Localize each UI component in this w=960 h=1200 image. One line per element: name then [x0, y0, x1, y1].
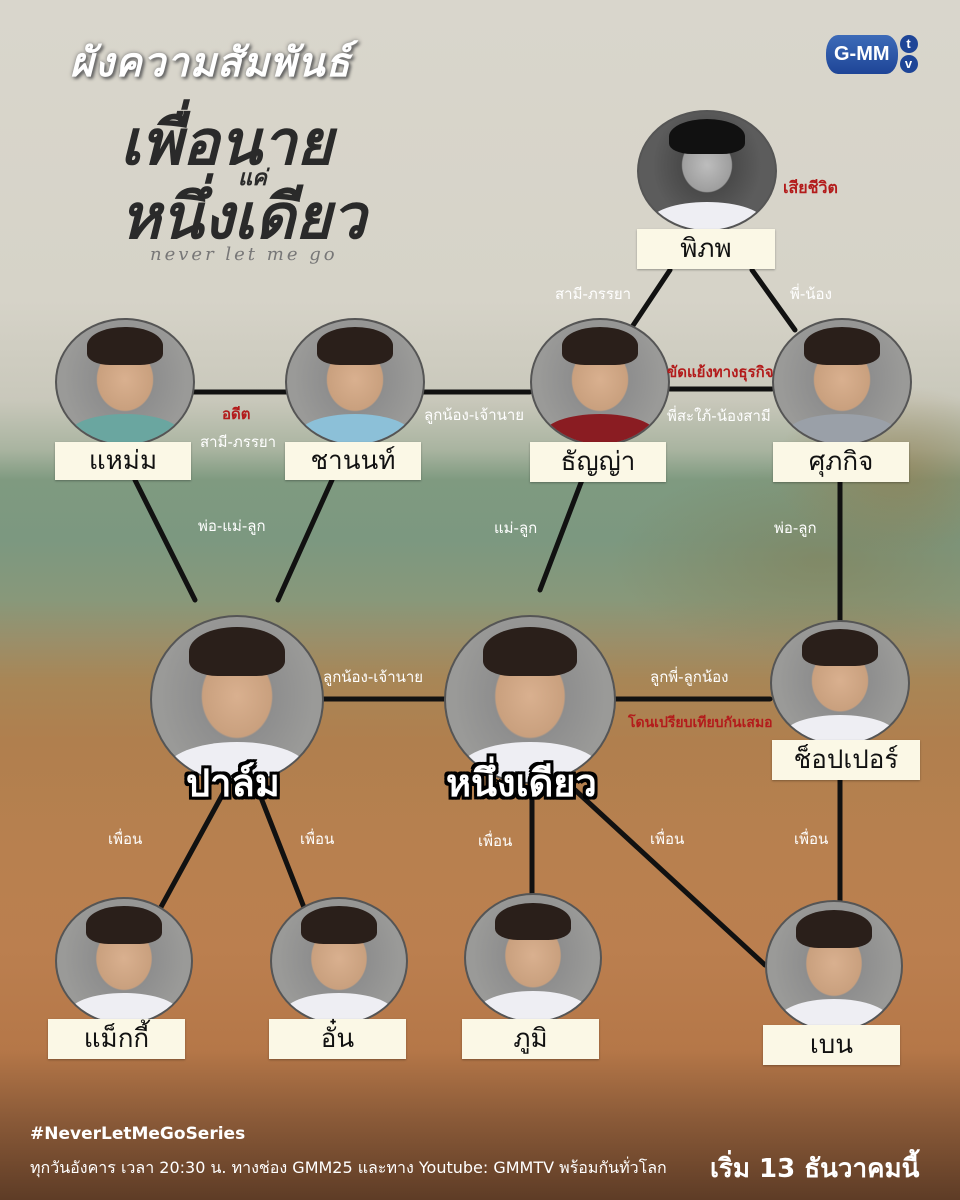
relation-maem-chanon-past: อดีต: [222, 405, 251, 423]
nameplate-pipop: พิภพ: [637, 229, 775, 269]
portrait-chopper: [770, 620, 910, 746]
portrait-nuengdiao: [444, 615, 616, 784]
line-tanya-nuengdiao: [537, 477, 585, 593]
line-nuengdiao-ben: [572, 787, 768, 968]
relation-nuengdiao-chopper-note: โดนเปรียบเทียบกันเสมอ: [628, 715, 773, 731]
chart-heading: ผังความสัมพันธ์: [70, 40, 351, 86]
nameplate-chanon: ชานนท์: [285, 442, 421, 480]
portrait-ben: [765, 900, 903, 1032]
status-deceased: เสียชีวิต: [783, 178, 838, 197]
nameplate-maem: แหม่ม: [55, 442, 191, 480]
series-title-line1: เพื่อนาย: [120, 106, 333, 179]
series-title-line3: หนึ่งเดียว: [120, 180, 367, 253]
relation-palm-maggie: เพื่อน: [108, 830, 143, 848]
portrait-supakit: [772, 318, 912, 446]
series-title-line2: แค่: [238, 166, 267, 191]
relation-parents-palm: พ่อ-แม่-ลูก: [198, 517, 266, 535]
line-chanon-palm: [275, 477, 335, 603]
relation-chanon-tanya: ลูกน้อง-เจ้านาย: [424, 406, 525, 424]
hashtag: #NeverLetMeGoSeries: [30, 1124, 246, 1144]
nameplate-un: อั๋น: [269, 1019, 406, 1059]
relation-palm-nuengdiao: ลูกน้อง-เจ้านาย: [323, 668, 424, 686]
relation-nuengdiao-ben: เพื่อน: [650, 830, 685, 848]
portrait-maem: [55, 318, 195, 446]
line-palm-un: [255, 787, 308, 913]
broadcast-schedule: ทุกวันอังคาร เวลา 20:30 น. ทางช่อง GMM25…: [30, 1158, 667, 1177]
relation-chopper-ben: เพื่อน: [794, 830, 829, 848]
portrait-tanya: [530, 318, 670, 446]
nameplate-chopper: ช็อปเปอร์: [772, 740, 920, 780]
relation-supakit-chopper: พ่อ-ลูก: [774, 519, 817, 537]
nameplate-ben: เบน: [763, 1025, 900, 1065]
tv-logo-icon: t v: [899, 34, 918, 74]
name-palm: ปาล์ม: [186, 761, 280, 805]
portrait-palm: [150, 615, 324, 784]
gmmtv-logo: G-MM t v: [826, 31, 918, 77]
line-pipop-tanya: [627, 267, 673, 333]
name-nuengdiao: หนึ่งเดียว: [446, 761, 597, 805]
premiere-date: เริ่ม 13 ธันวาคมนี้: [710, 1154, 920, 1184]
gmm-logo-text: G-MM: [826, 34, 898, 74]
line-palm-maggie: [152, 787, 228, 921]
relation-pipop-tanya: สามี-ภรรยา: [555, 285, 632, 303]
relation-tanya-nuengdiao: แม่-ลูก: [494, 519, 538, 537]
relation-nuengdiao-chopper: ลูกพี่-ลูกน้อง: [650, 668, 729, 686]
series-title-english: never let me go: [150, 244, 338, 265]
nameplate-phum: ภูมิ: [462, 1019, 599, 1059]
nameplate-maggie: แม็กกี้: [48, 1019, 185, 1059]
portrait-un: [270, 897, 408, 1025]
portrait-phum: [464, 893, 602, 1023]
portrait-pipop: [637, 110, 777, 232]
line-maem-palm: [132, 477, 198, 603]
relation-palm-un: เพื่อน: [300, 830, 335, 848]
line-pipop-supakit: [749, 267, 798, 333]
relation-pipop-supakit: พี่-น้อง: [790, 285, 832, 303]
relation-tanya-supakit-conflict: ขัดแย้งทางธุรกิจ: [667, 363, 774, 381]
series-title-logo: เพื่อนาย แค่ หนึ่งเดียว never let me go: [120, 112, 420, 264]
relation-nuengdiao-phum: เพื่อน: [478, 832, 513, 850]
portrait-maggie: [55, 897, 193, 1025]
portrait-chanon: [285, 318, 425, 446]
nameplate-tanya: ธัญญ่า: [530, 442, 666, 482]
nameplate-supakit: ศุภกิจ: [773, 442, 909, 482]
relation-maem-chanon: สามี-ภรรยา: [200, 433, 277, 451]
relation-tanya-supakit: พี่สะใภ้-น้องสามี: [667, 407, 771, 425]
